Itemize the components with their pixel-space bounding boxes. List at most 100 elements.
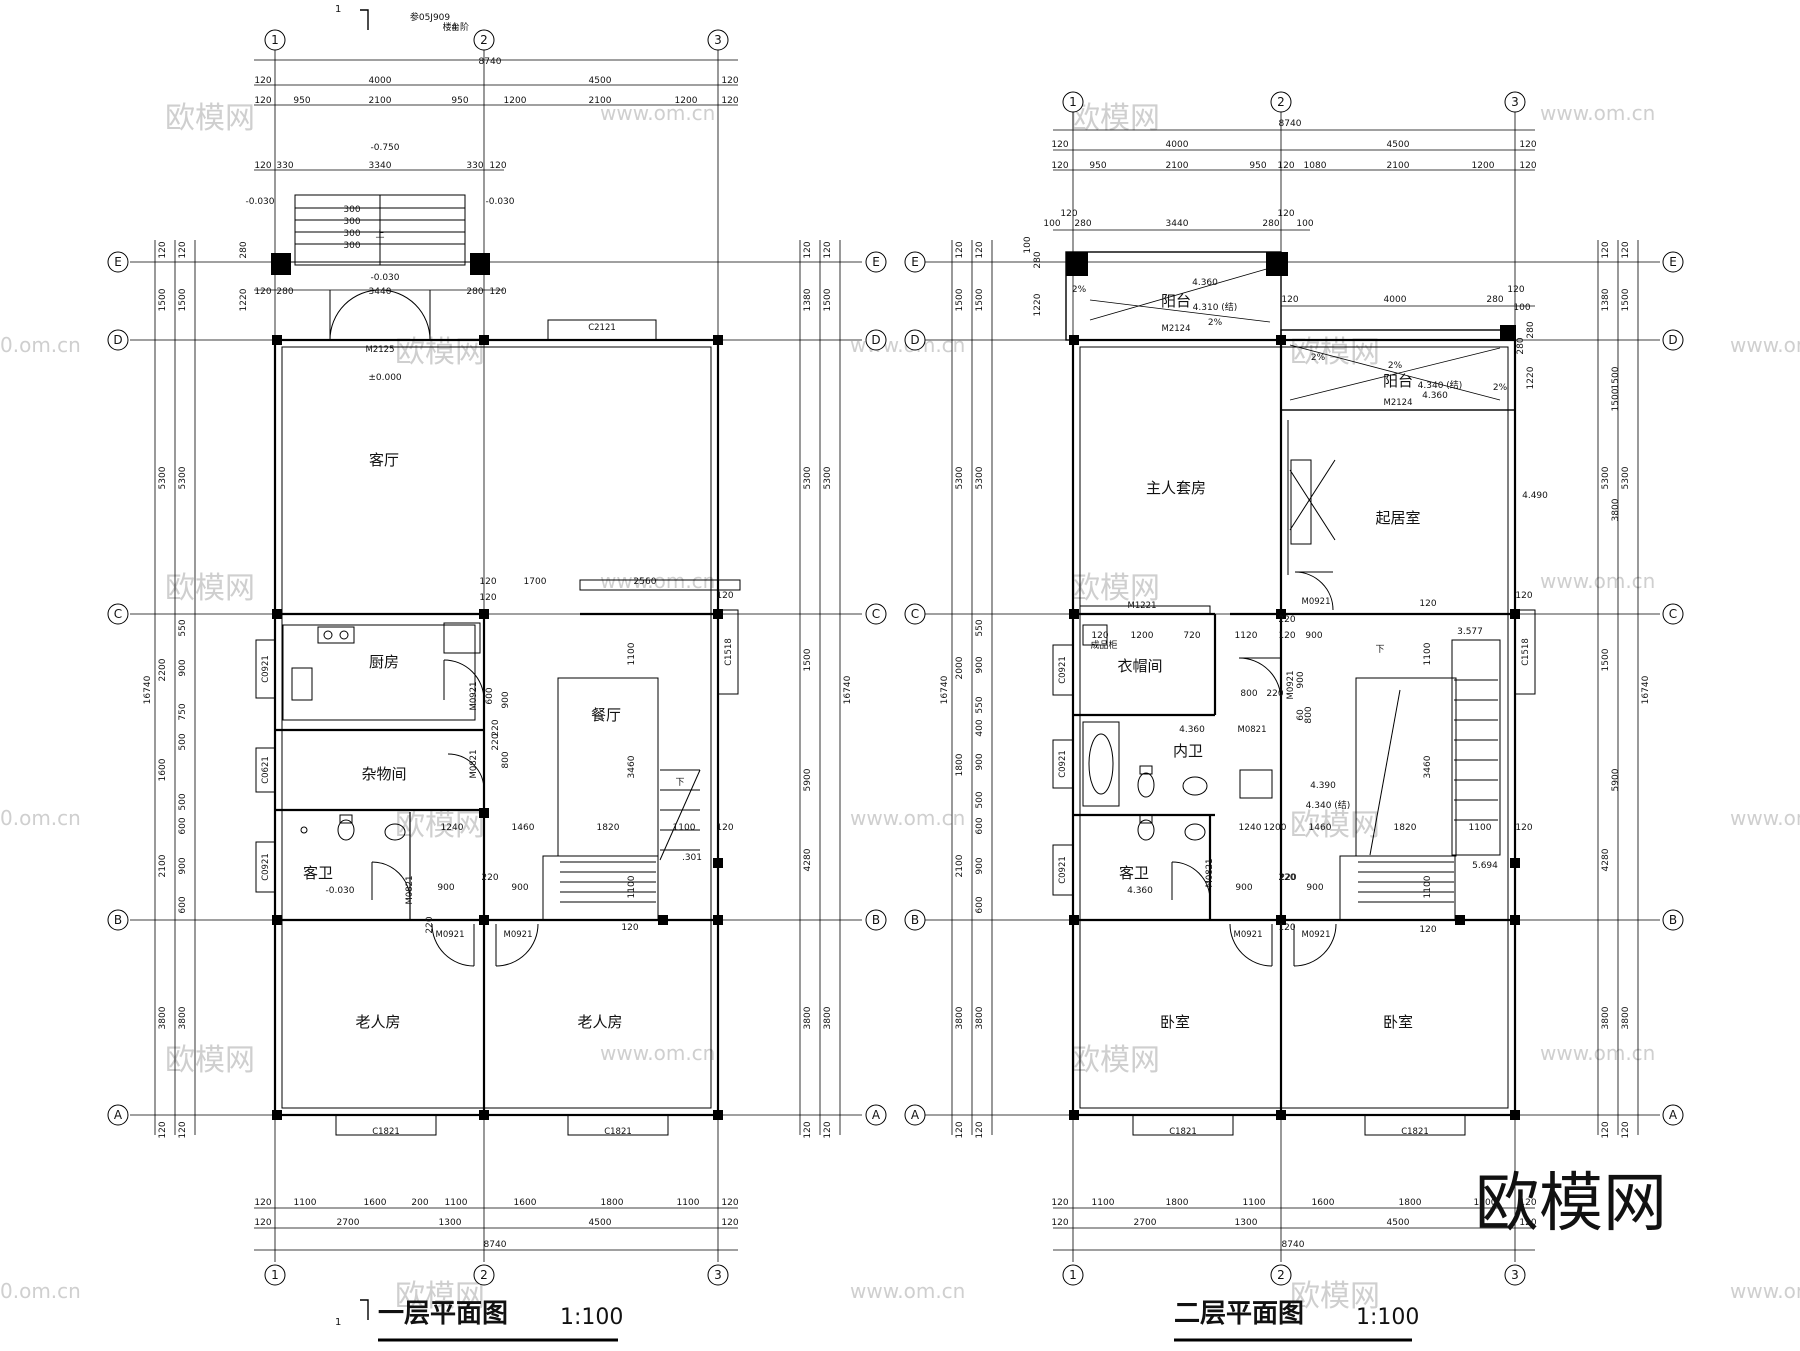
elevation: -0.030 <box>370 273 399 283</box>
dim: 4280 <box>1601 848 1611 871</box>
dim: 120 <box>721 76 738 86</box>
slope-label: 2% <box>1388 361 1403 371</box>
watermark-logo: 欧模网 <box>1290 1279 1380 1314</box>
elevation: 4.390 <box>1310 781 1336 791</box>
first-floor-plan <box>130 9 862 1342</box>
dim: 4500 <box>1387 140 1410 150</box>
axis-label: 3 <box>714 1268 722 1282</box>
dim: 1820 <box>597 823 620 833</box>
dim: 220 <box>491 719 501 736</box>
slope-label: 2% <box>1072 285 1087 295</box>
windows <box>1052 609 1536 1136</box>
dim: 1100 <box>1092 1198 1115 1208</box>
room-label: 客卫 <box>1119 864 1149 882</box>
dim: 120 <box>479 593 496 603</box>
window-label: C1821 <box>604 1127 632 1137</box>
dim: 600 <box>485 687 495 704</box>
elevation: -0.030 <box>245 197 274 207</box>
watermark-layer: 欧模网 www.om.cn 欧模网 www.om.cn 0.om.cn 欧模网 … <box>0 101 1800 1314</box>
room-label: 主人套房 <box>1146 479 1206 497</box>
dim: 1220 <box>1526 366 1536 389</box>
dim: 120 <box>1515 823 1532 833</box>
detail-ref: 参05J909 <box>410 11 451 23</box>
dim: 120 <box>1519 1218 1536 1228</box>
dim: 900 <box>501 691 511 708</box>
window-label: C0921 <box>1058 750 1068 778</box>
dim: 3800 <box>1611 498 1621 521</box>
room-label: 卧室 <box>1383 1013 1413 1031</box>
dim: 2200 <box>158 658 168 681</box>
dim: 1800 <box>1166 1198 1189 1208</box>
watermark-url: www.om.cn <box>600 569 715 593</box>
section-mark-label: 1 <box>335 4 341 15</box>
interior-doors <box>371 659 539 967</box>
first-floor-dims-right: 120 1380 5300 1500 5900 4280 3800 120 12… <box>803 241 853 1138</box>
dim: 100 <box>1296 219 1313 229</box>
axis-label: E <box>911 255 919 269</box>
axis-label: A <box>872 1108 881 1122</box>
dim: 1100 <box>1243 1198 1266 1208</box>
axis-bubble <box>1662 1104 1684 1126</box>
axis-bubble <box>865 1104 887 1126</box>
dim: 1500 <box>1601 648 1611 671</box>
dim: 200 <box>411 1198 428 1208</box>
dim: 120 <box>1519 161 1536 171</box>
dim: 1500 <box>1621 288 1631 311</box>
stair-step: 300 <box>343 205 360 215</box>
axis-label: A <box>911 1108 920 1122</box>
axis-bubble <box>865 251 887 273</box>
dim: 4000 <box>1384 295 1407 305</box>
axis-label: E <box>872 255 880 269</box>
plan-title: 一层平面图 <box>378 1299 508 1329</box>
elevation: ±0.000 <box>368 373 402 383</box>
axis-label: C <box>911 607 919 621</box>
dim: 900 <box>437 883 454 893</box>
detail-ref-sub: 楼4 <box>443 21 458 33</box>
dim: 3460 <box>1423 755 1433 778</box>
watermark-url: www.om.cn <box>850 806 965 830</box>
window-label: C0921 <box>261 853 271 881</box>
watermark-logo: 欧模网 <box>395 1279 485 1314</box>
dim: 16740 <box>143 675 153 704</box>
dim: 60 <box>1296 709 1306 721</box>
dim: 1500 <box>158 288 168 311</box>
door-label: M0821 <box>469 750 479 779</box>
dim: 120 <box>1051 1198 1068 1208</box>
section-mark <box>360 1299 369 1320</box>
window-label: C1518 <box>1521 638 1531 666</box>
axis-label: 3 <box>714 33 722 47</box>
dim: 120 <box>178 1121 188 1138</box>
elevation: -0.030 <box>325 886 354 896</box>
dim: 120 <box>1621 1121 1631 1138</box>
dim: 2560 <box>634 577 657 587</box>
room-label: 厨房 <box>369 653 399 671</box>
dim: 2100 <box>158 854 168 877</box>
dim: 120 <box>1060 209 1077 219</box>
top-dimension-lines <box>1053 129 1535 307</box>
room-label: 卧室 <box>1160 1013 1190 1031</box>
dim: 500 <box>178 793 188 810</box>
dim: 900 <box>975 857 985 874</box>
elevation: -0.750 <box>370 143 399 153</box>
axis-bubble <box>904 329 926 351</box>
door-label: M0921 <box>504 930 533 940</box>
dim: 2100 <box>369 96 392 106</box>
dim-total: 8740 <box>484 1240 507 1250</box>
elevation: 3.577 <box>1457 627 1483 637</box>
dim: 550 <box>975 619 985 636</box>
axis-label: C <box>1669 607 1677 621</box>
first-floor-dims-bottom: 120 1100 1600 200 1100 1600 1800 1100 12… <box>254 1198 738 1250</box>
dim: 280 <box>239 241 249 258</box>
dim: 800 <box>501 751 511 768</box>
axis-bubble <box>1504 91 1526 113</box>
room-label: 衣帽间 <box>1117 657 1162 675</box>
dim: 1500 <box>955 288 965 311</box>
room-label: 阳台 <box>1383 372 1413 390</box>
dim: 120 <box>716 823 733 833</box>
dim: 1200 <box>1472 161 1495 171</box>
dim: 120 <box>254 1218 271 1228</box>
dim: 1800 <box>601 1198 624 1208</box>
dim: 500 <box>178 733 188 750</box>
dim: 280 <box>466 287 483 297</box>
